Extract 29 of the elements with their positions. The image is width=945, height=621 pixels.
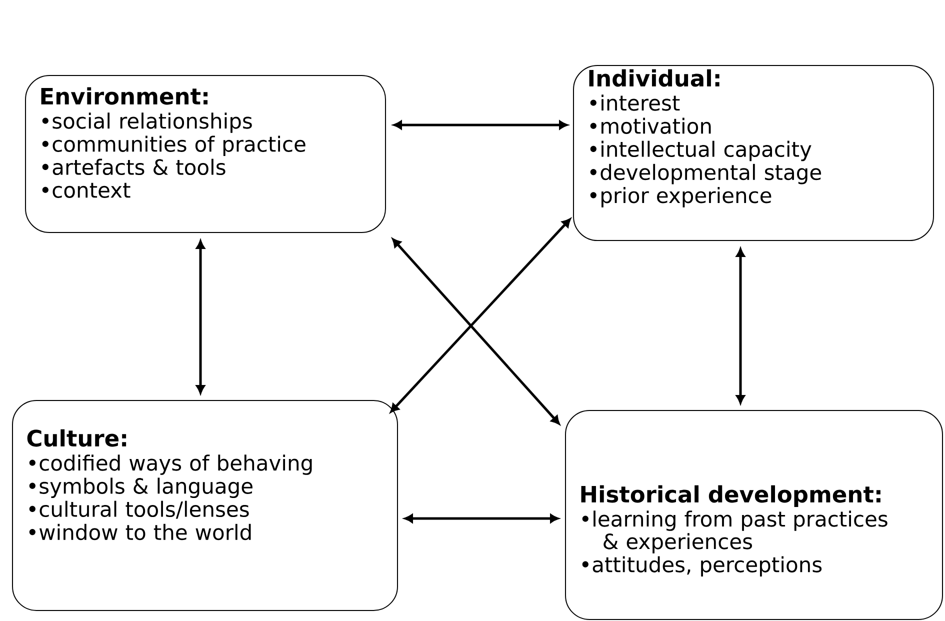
rounded-box [565,410,943,620]
bullet-item: •developmental stage [590,164,822,184]
bullet-item: •motivation [590,118,711,134]
double-arrow [196,240,205,394]
box-heading: Culture: [27,429,126,447]
rounded-box [25,75,386,233]
bullet-item: •prior experience [590,187,772,208]
bullet-item: •symbols & language [29,478,252,498]
bullet-item: •interest [590,94,680,111]
double-arrow [404,514,559,523]
box-heading: Environment: [41,87,208,105]
rounded-box [573,65,934,241]
double-arrow [392,238,560,424]
bullet-item: •communities of practice [42,136,306,156]
box-heading: Individual: [589,69,720,87]
bullet-item: •cultural tools/lenses [29,500,249,519]
double-arrow [390,218,571,413]
bullet-item: •context [42,182,130,198]
bullet-item: •codified ways of behaving [29,454,312,475]
double-arrow [736,248,745,404]
rounded-box [12,400,398,611]
bullet-item: •intellectual capacity [590,140,812,162]
bullet-item: •social relationships [42,112,252,133]
bullet-item: •window to the world [29,524,251,540]
box-heading: Historical development: [581,485,880,508]
bullet-item: •artefacts & tools [42,158,226,176]
bullet-item: •attitudes, perceptions [582,556,822,577]
double-arrow [393,120,568,130]
bullet-item: •learning from past practices & experiences [582,510,888,554]
